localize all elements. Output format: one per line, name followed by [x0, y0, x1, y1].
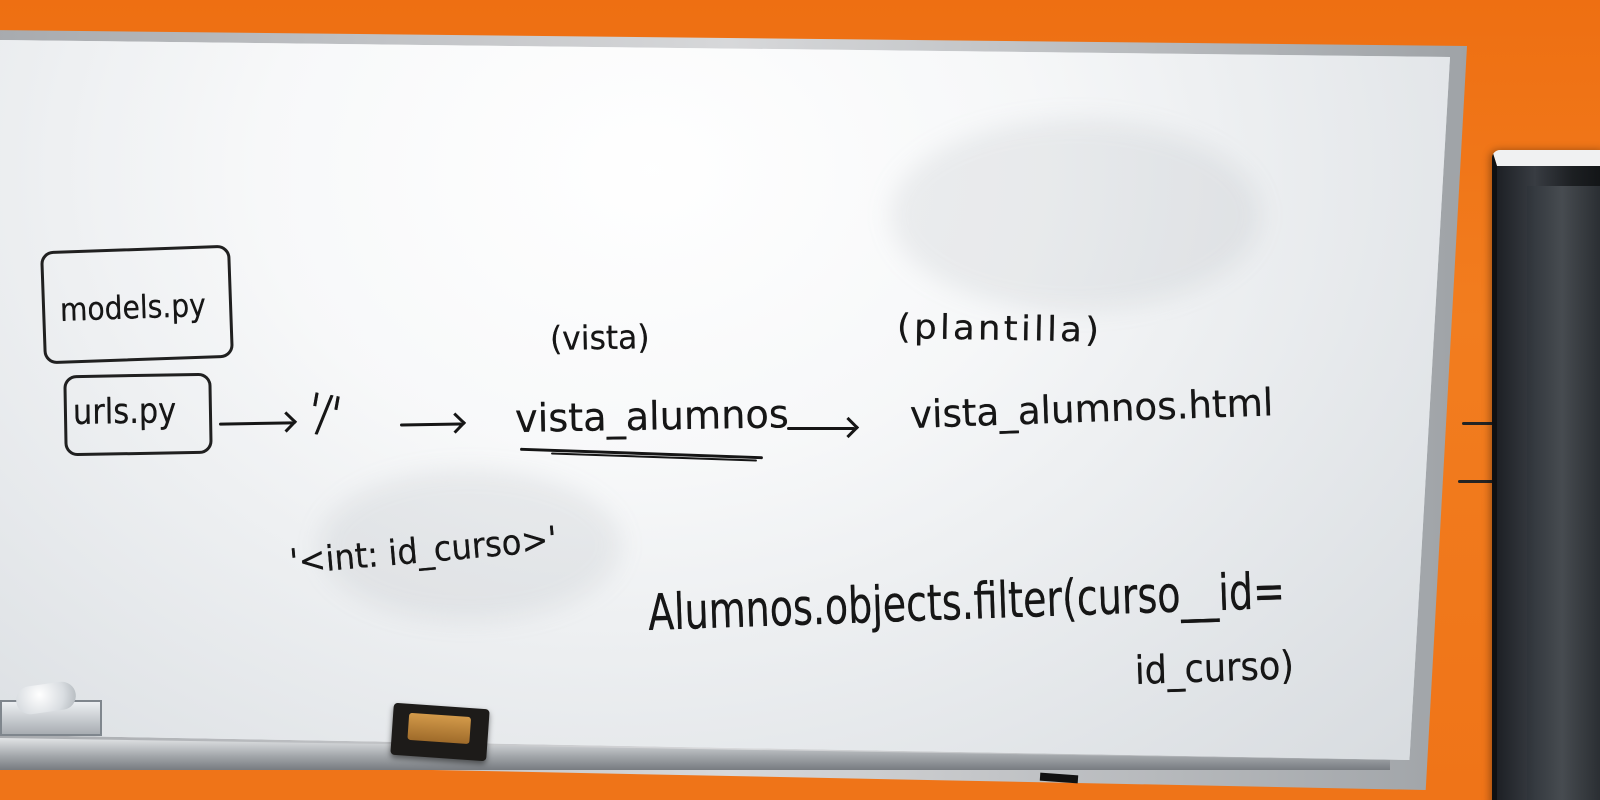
eraser-felt	[407, 712, 472, 745]
whiteboard-surface: models.py urls.py '/' (vista) vista_alum…	[0, 40, 1450, 760]
orm-query-argument: id_curso)	[1134, 643, 1295, 694]
flow-arrow	[399, 422, 463, 427]
template-file-name: vista_alumnos.html	[909, 380, 1274, 437]
orm-query: Alumnos.objects.filter(curso__id=	[646, 561, 1286, 642]
flow-arrow	[787, 427, 855, 430]
monitor-icon	[1492, 150, 1600, 800]
wall-mount-line	[1458, 480, 1498, 483]
view-name: vista_alumnos	[514, 392, 790, 442]
urls-file-label: urls.py	[72, 391, 177, 433]
models-file-label: models.py	[59, 285, 207, 329]
monitor-screen	[1527, 186, 1600, 800]
whiteboard-smudge	[890, 120, 1260, 310]
route-label: '/'	[303, 382, 345, 445]
view-heading: (vista)	[549, 317, 650, 358]
flow-arrow	[218, 421, 294, 426]
template-heading: (plantilla)	[896, 307, 1103, 351]
whiteboard-smudge	[320, 470, 620, 620]
eraser-icon	[390, 702, 490, 762]
wall-mount-line	[1462, 422, 1500, 425]
